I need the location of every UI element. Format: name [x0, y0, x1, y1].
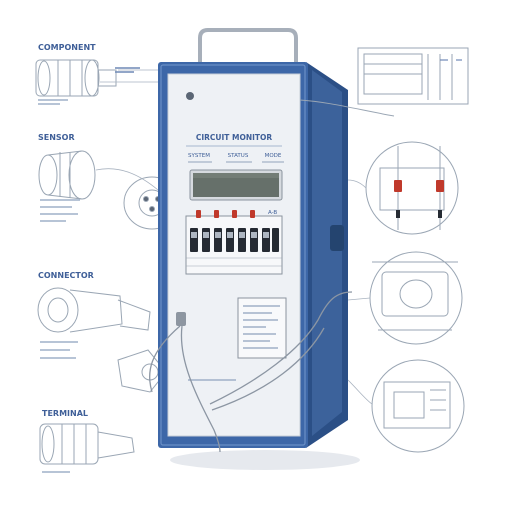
callout-leader-top — [100, 69, 158, 83]
panel-sub-center: STATUS — [228, 153, 249, 159]
enclosure-handle — [198, 28, 298, 62]
terminal-block-icon — [39, 423, 135, 465]
sensor-coupling-icon — [38, 150, 96, 200]
panel-sub-right: MODE — [265, 153, 282, 159]
label-plate — [237, 297, 287, 359]
callout-lower-left: CONNECTOR — [37, 271, 167, 393]
callout-bottom-left: TERMINAL — [39, 409, 135, 473]
breaker-red-markers — [196, 210, 255, 218]
callout-leader-mid — [95, 168, 159, 191]
breaker-bank — [185, 210, 283, 275]
cables — [149, 291, 353, 453]
callout-title-lower-left: CONNECTOR — [38, 271, 94, 280]
breaker-toggles — [191, 232, 269, 238]
cable-gland — [176, 312, 186, 326]
cable-gland-icon — [35, 59, 117, 97]
panel-indicator-lamp — [186, 92, 194, 100]
callout-title-mid-left: SENSOR — [38, 133, 75, 142]
enclosure-side — [306, 62, 348, 448]
breaker-dividers — [186, 257, 282, 267]
ground-shadow — [170, 450, 360, 470]
module-tag: A-B — [268, 210, 277, 216]
detail-circle-module — [371, 359, 465, 453]
spec-lines-lower — [40, 341, 78, 359]
label-stripes-top — [115, 67, 140, 73]
connector-icon — [37, 287, 151, 333]
right-leaders — [347, 179, 373, 405]
busbar-icon — [299, 47, 469, 117]
panel-header: CIRCUIT MONITOR — [196, 133, 273, 142]
callout-top-left: COMPONENT — [35, 43, 158, 105]
spec-lines-top — [38, 99, 68, 105]
spec-lines-mid — [40, 199, 80, 222]
detail-circle-internal — [365, 141, 459, 235]
callout-title-top-left: COMPONENT — [38, 43, 96, 52]
lcd-display — [189, 169, 283, 201]
callout-title-bottom-left: TERMINAL — [42, 409, 88, 418]
detail-circle-terminal — [369, 251, 463, 345]
panel-sub-left: SYSTEM — [188, 153, 210, 159]
